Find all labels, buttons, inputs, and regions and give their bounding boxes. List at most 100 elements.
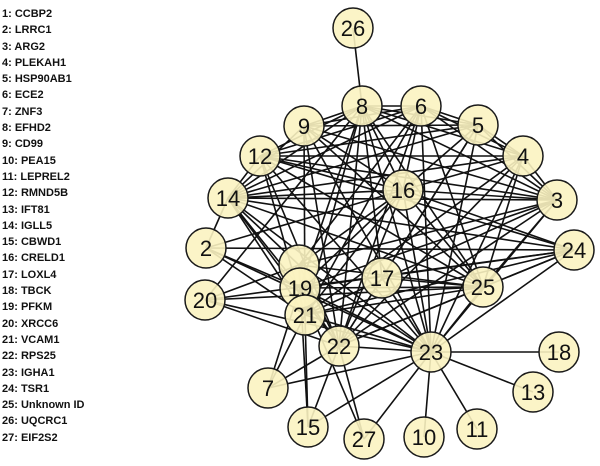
legend-item-14: 14: IGLL5 bbox=[2, 219, 53, 232]
edge-3-16 bbox=[402, 189, 558, 201]
node-label-10: 10 bbox=[412, 425, 436, 450]
node-label-3: 3 bbox=[551, 188, 563, 213]
node-circle-5 bbox=[457, 104, 499, 146]
node-label-27: 27 bbox=[352, 427, 376, 452]
node-6: 6 bbox=[400, 85, 442, 127]
edge-5-12 bbox=[259, 124, 479, 157]
legend-item-20: 20: XRCC6 bbox=[2, 317, 59, 330]
legend-item-15: 15: CBWD1 bbox=[2, 236, 62, 249]
node-label-7: 7 bbox=[262, 376, 274, 401]
node-14: 14 bbox=[207, 177, 249, 219]
node-label-20: 20 bbox=[193, 288, 217, 313]
edge-9-23 bbox=[303, 125, 432, 353]
edge-19-23 bbox=[299, 287, 432, 353]
node-circle-11 bbox=[456, 408, 498, 450]
edge-5-17 bbox=[381, 124, 479, 279]
legend-item-3: 3: ARG2 bbox=[2, 40, 45, 53]
legend-item-22: 22: RPS25 bbox=[2, 350, 56, 363]
edge-5-9 bbox=[303, 124, 479, 127]
node-label-22: 22 bbox=[327, 334, 351, 359]
node-label-21: 21 bbox=[293, 303, 317, 328]
edge-14-23 bbox=[227, 197, 432, 353]
node-10: 10 bbox=[403, 416, 445, 458]
legend-item-11: 11: LEPREL2 bbox=[2, 170, 70, 183]
node-circle-7 bbox=[247, 367, 289, 409]
edge-16-2 bbox=[205, 189, 404, 249]
node-circle-24 bbox=[553, 229, 595, 271]
edge-14-16 bbox=[227, 189, 404, 199]
edge-3-19 bbox=[299, 199, 558, 289]
edge-16-24 bbox=[402, 189, 575, 251]
node-25: 25 bbox=[462, 266, 504, 308]
edge-23-15 bbox=[307, 351, 432, 428]
legend-item-10: 10: PEA15 bbox=[2, 154, 56, 167]
node-circle-22 bbox=[318, 325, 360, 367]
edge-4-14 bbox=[227, 155, 524, 199]
legend-item-5: 5: HSP90AB1 bbox=[2, 73, 72, 86]
node-circle-2 bbox=[185, 227, 227, 269]
node-13: 13 bbox=[512, 371, 554, 413]
edge-9-22 bbox=[303, 125, 340, 347]
edge-4-22 bbox=[338, 155, 524, 347]
node-3: 3 bbox=[536, 179, 578, 221]
node-label-25: 25 bbox=[471, 275, 495, 300]
node-circle-10 bbox=[403, 416, 445, 458]
edge-4-25 bbox=[482, 155, 524, 288]
node-label-13: 13 bbox=[521, 380, 545, 405]
node-label-15: 15 bbox=[296, 415, 320, 440]
legend-item-21: 21: VCAM1 bbox=[2, 333, 60, 346]
node-4: 4 bbox=[502, 135, 544, 177]
node-label-9: 9 bbox=[298, 114, 310, 139]
node-27: 27 bbox=[343, 418, 385, 460]
node-11: 11 bbox=[456, 408, 498, 450]
legend-item-26: 26: UQCRC1 bbox=[2, 415, 68, 428]
node-label-5: 5 bbox=[472, 113, 484, 138]
edge-8-20 bbox=[204, 105, 363, 301]
node-circle-21 bbox=[284, 294, 326, 336]
edge-8-14 bbox=[227, 105, 363, 199]
edge-9-3 bbox=[303, 125, 558, 201]
edge-3-1 bbox=[298, 199, 558, 266]
node-label-4: 4 bbox=[517, 144, 529, 169]
node-26: 26 bbox=[332, 7, 374, 49]
node-18: 18 bbox=[538, 331, 580, 373]
node-8: 8 bbox=[341, 85, 383, 127]
node-circle-18 bbox=[538, 331, 580, 373]
node-17: 17 bbox=[361, 257, 403, 299]
node-circle-15 bbox=[287, 406, 329, 448]
edge-21-25 bbox=[304, 286, 484, 316]
edge-22-25 bbox=[338, 286, 484, 347]
edge-1-23 bbox=[298, 264, 432, 353]
node-label-17: 17 bbox=[370, 266, 394, 291]
legend-item-12: 12: RMND5B bbox=[2, 187, 69, 200]
legend-item-6: 6: ECE2 bbox=[2, 89, 44, 102]
node-5: 5 bbox=[457, 104, 499, 146]
node-circle-27 bbox=[343, 418, 385, 460]
node-circle-12 bbox=[239, 135, 281, 177]
node-label-16: 16 bbox=[391, 178, 415, 203]
node-circle-9 bbox=[283, 105, 325, 147]
legend-item-16: 16: CRELD1 bbox=[2, 252, 65, 265]
edge-20-22 bbox=[204, 299, 340, 347]
node-circle-17 bbox=[361, 257, 403, 299]
node-circle-8 bbox=[341, 85, 383, 127]
legend-item-1: 1: CCBP2 bbox=[2, 8, 53, 20]
node-2: 2 bbox=[185, 227, 227, 269]
node-circle-16 bbox=[382, 169, 424, 211]
node-24: 24 bbox=[553, 229, 595, 271]
node-22: 22 bbox=[318, 325, 360, 367]
legend-item-25: 25: Unknown ID bbox=[2, 399, 85, 412]
node-circle-4 bbox=[502, 135, 544, 177]
legend-item-9: 9: CD99 bbox=[2, 138, 43, 151]
node-20: 20 bbox=[184, 279, 226, 321]
node-label-6: 6 bbox=[415, 94, 427, 119]
node-label-26: 26 bbox=[341, 16, 365, 41]
edge-5-14 bbox=[227, 124, 479, 199]
legend-item-17: 17: LOXL4 bbox=[2, 268, 57, 281]
node-label-23: 23 bbox=[419, 340, 443, 365]
edge-12-16 bbox=[259, 155, 404, 191]
